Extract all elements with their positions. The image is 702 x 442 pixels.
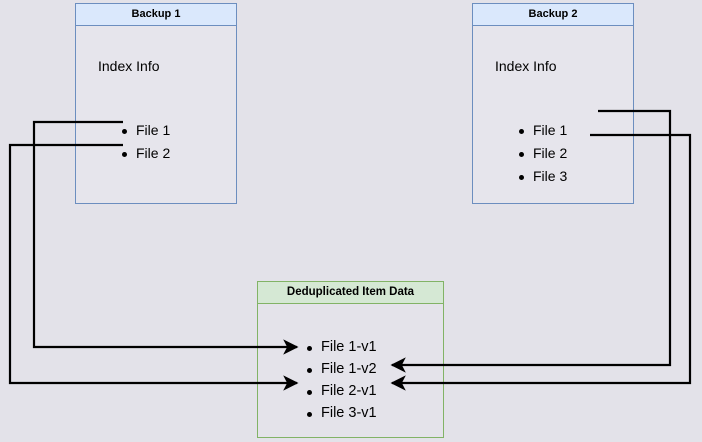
list-item[interactable]: File 3 — [517, 165, 567, 188]
list-item[interactable]: File 2-v1 — [305, 380, 377, 402]
list-item[interactable]: File 1 — [120, 119, 170, 142]
node-deduplicated-item-data-body: File 1-v1 File 1-v2 File 2-v1 File 3-v1 — [258, 304, 443, 437]
node-backup-1-body: Index Info File 1 File 2 — [76, 26, 236, 203]
node-backup-2[interactable]: Backup 2 Index Info File 1 File 2 File 3 — [472, 3, 634, 204]
node-backup-1-index-label: Index Info — [98, 58, 160, 74]
node-backup-1-header: Backup 1 — [76, 4, 236, 26]
list-item[interactable]: File 2 — [517, 142, 567, 165]
node-deduplicated-item-data[interactable]: Deduplicated Item Data File 1-v1 File 1-… — [257, 281, 444, 438]
node-deduplicated-item-data-file-list: File 1-v1 File 1-v2 File 2-v1 File 3-v1 — [305, 336, 377, 424]
node-backup-2-body: Index Info File 1 File 2 File 3 — [473, 26, 633, 203]
list-item[interactable]: File 1-v1 — [305, 336, 377, 358]
node-deduplicated-item-data-header: Deduplicated Item Data — [258, 282, 443, 304]
node-backup-1-file-list: File 1 File 2 — [120, 119, 170, 165]
list-item[interactable]: File 1 — [517, 119, 567, 142]
list-item[interactable]: File 2 — [120, 142, 170, 165]
list-item[interactable]: File 3-v1 — [305, 402, 377, 424]
node-backup-1[interactable]: Backup 1 Index Info File 1 File 2 — [75, 3, 237, 204]
node-backup-2-file-list: File 1 File 2 File 3 — [517, 119, 567, 188]
node-backup-2-index-label: Index Info — [495, 58, 557, 74]
list-item[interactable]: File 1-v2 — [305, 358, 377, 380]
node-backup-2-header: Backup 2 — [473, 4, 633, 26]
